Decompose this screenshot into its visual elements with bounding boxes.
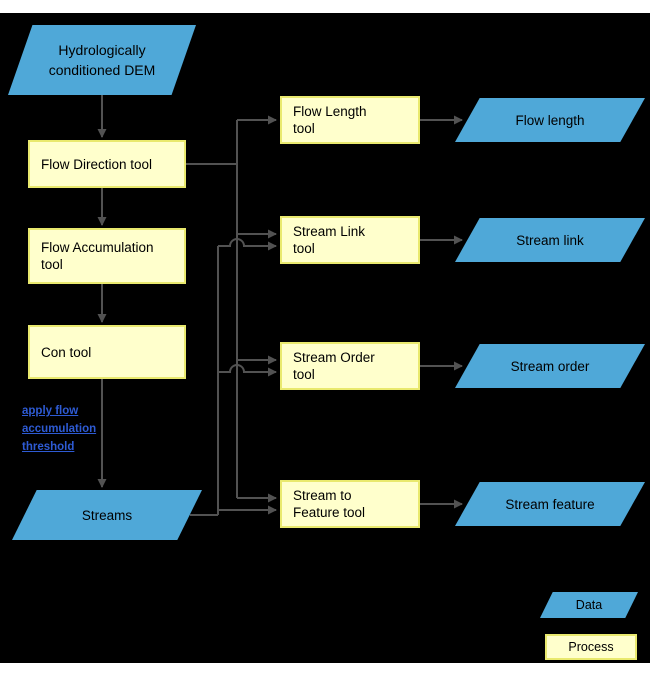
node-label: tool <box>41 257 63 272</box>
edge-streams-to-stream-order-tool <box>218 364 277 377</box>
node-stream-feature-data: Stream feature <box>455 482 645 526</box>
annotation-flow-accumulation-threshold: apply flow accumulation threshold <box>22 402 118 456</box>
legend-data-label: Data <box>575 597 603 612</box>
node-label: Stream Order <box>293 350 375 365</box>
node-flow-accumulation-tool: Flow Accumulation tool <box>28 228 186 284</box>
node-label: Streams <box>81 507 133 523</box>
node-stream-link-tool: Stream Link tool <box>280 216 420 264</box>
annotation-line: apply flow <box>22 405 79 417</box>
node-label: Flow Accumulation <box>41 240 154 255</box>
node-hydrologically-conditioned-dem: Hydrologically conditioned DEM <box>8 25 196 95</box>
node-flow-length-data: Flow length <box>455 98 645 142</box>
annotation-line: threshold <box>22 441 75 453</box>
node-label: Flow Length <box>293 104 367 119</box>
node-label: Flow length <box>515 112 585 128</box>
annotation-line: accumulation <box>22 423 97 435</box>
node-stream-order-data: Stream order <box>455 344 645 388</box>
node-con-tool: Con tool <box>28 325 186 379</box>
node-label: Feature tool <box>293 505 366 520</box>
node-label: tool <box>293 367 315 382</box>
node-label: Con tool <box>41 344 92 360</box>
node-flow-direction-tool: Flow Direction tool <box>28 140 186 188</box>
legend-data-shape: Data <box>540 592 638 618</box>
node-stream-link-data: Stream link <box>455 218 645 262</box>
node-label: tool <box>293 121 315 136</box>
edge-streams-to-stream-link-tool <box>218 238 277 251</box>
node-stream-order-tool: Stream Order tool <box>280 342 420 390</box>
node-label: Flow Direction tool <box>41 156 153 172</box>
node-streams: Streams <box>12 490 202 540</box>
node-label: Stream to <box>293 488 352 503</box>
node-label: Stream feature <box>505 496 595 512</box>
node-flow-length-tool: Flow Length tool <box>280 96 420 144</box>
node-label: tool <box>293 241 315 256</box>
legend-process-shape: Process <box>545 634 637 660</box>
legend-process-label: Process <box>568 639 614 654</box>
node-label: Stream Link <box>293 224 366 239</box>
node-label: Hydrologically <box>58 42 146 58</box>
node-label: Stream order <box>510 358 590 374</box>
node-stream-to-feature-tool: Stream to Feature tool <box>280 480 420 528</box>
node-label: Stream link <box>516 232 584 248</box>
node-label: conditioned DEM <box>48 62 156 78</box>
